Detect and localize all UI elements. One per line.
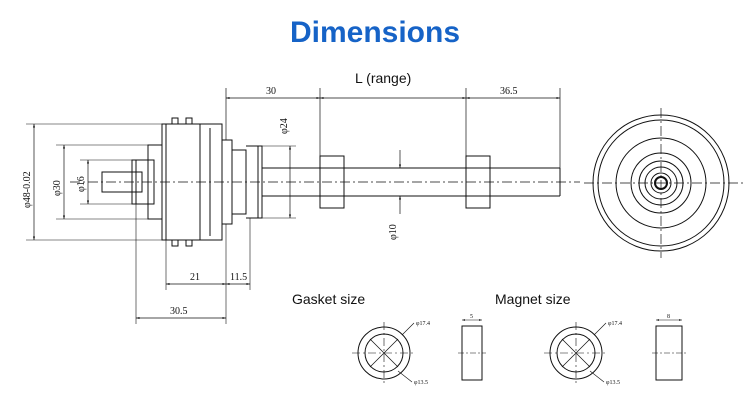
dim-36-5: 36.5 xyxy=(500,86,518,97)
end-view xyxy=(584,108,746,258)
range-label: L (range) xyxy=(355,70,412,86)
dim-phi16: φ16 xyxy=(76,176,87,192)
dim-phi10: φ10 xyxy=(388,224,399,240)
dim-21: 21 xyxy=(190,272,200,283)
magnet-thickness-dim: 8 xyxy=(667,314,670,320)
left-stub xyxy=(101,171,143,193)
gasket-size-label: Gasket size xyxy=(292,291,366,307)
dim-phi48: φ48-0.02 xyxy=(22,171,33,208)
flange-48 xyxy=(161,123,223,241)
magnet-size-label: Magnet size xyxy=(495,291,571,307)
dim-phi24: φ24 xyxy=(279,118,290,134)
float-magnet-1 xyxy=(319,155,345,209)
float-magnet-2 xyxy=(465,155,491,209)
gasket-id-dim: φ13.5 xyxy=(414,380,428,386)
dim-30-top: 30 xyxy=(266,86,276,97)
side-view xyxy=(26,88,580,324)
page-title: Dimensions xyxy=(289,16,461,49)
gasket-od-dim: φ17.4 xyxy=(416,321,430,327)
dim-phi30: φ30 xyxy=(52,180,63,196)
boss-16 xyxy=(131,159,155,205)
dim-30-5: 30.5 xyxy=(170,306,188,317)
magnet-id-dim: φ13.5 xyxy=(606,380,620,386)
magnet-od-dim: φ17.4 xyxy=(608,321,622,327)
gasket-drawing xyxy=(352,319,486,384)
gasket-thickness-dim: 5 xyxy=(470,314,473,320)
dim-11-5: 11.5 xyxy=(230,272,247,283)
magnet-drawing xyxy=(544,319,686,384)
